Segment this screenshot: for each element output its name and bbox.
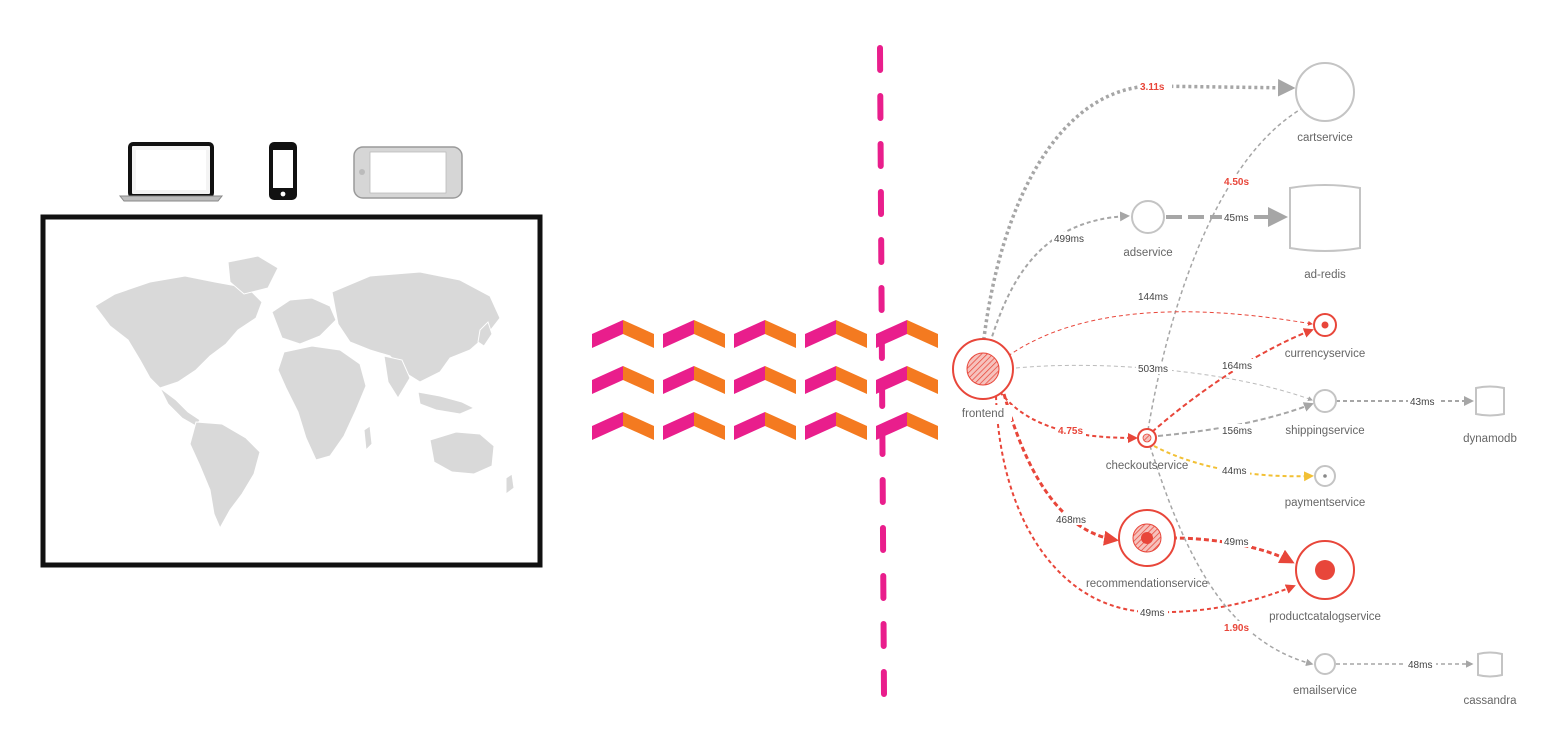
edge-label-checkout-email: 1.90s (1224, 623, 1249, 634)
edge-label-checkout-shipping: 156ms (1222, 426, 1252, 437)
edge-label-email-cassandra: 48ms (1408, 660, 1432, 671)
chevron-arrow (592, 366, 654, 394)
node-label-cassandra: cassandra (1463, 695, 1517, 707)
smartphone-icon (269, 142, 297, 200)
node-label-emailservice: emailservice (1293, 685, 1357, 697)
edge-label-checkout-payment: 44ms (1222, 466, 1246, 477)
chevron-arrow (592, 320, 654, 348)
node-label-cartservice: cartservice (1297, 132, 1353, 144)
edge-frontend-adservice (989, 211, 1130, 344)
chevron-arrow (663, 366, 725, 394)
chevron-arrow (805, 412, 867, 440)
edge-label-frontend-ad: 499ms (1054, 234, 1084, 245)
node-ad-redis[interactable] (1289, 184, 1361, 252)
node-shippingservice[interactable] (1313, 389, 1337, 413)
edge-label-frontend-currency: 144ms (1138, 292, 1168, 303)
chevron-arrow (876, 366, 938, 394)
chevron-arrow (663, 412, 725, 440)
edge-label-frontend-productcatalog: 49ms (1140, 608, 1164, 619)
world-map (94, 255, 515, 530)
laptop-icon (118, 142, 224, 202)
node-productcatalogservice[interactable] (1295, 540, 1355, 600)
edge-label-frontend-checkout: 4.75s (1058, 426, 1083, 437)
chevron-arrow (876, 320, 938, 348)
service-edges (981, 79, 1474, 668)
edge-frontend-currencyservice (1007, 311, 1313, 357)
edge-label-frontend-recommendation: 468ms (1056, 515, 1086, 526)
node-recommendationservice[interactable] (1118, 509, 1176, 567)
node-label-currencyservice: currencyservice (1285, 348, 1366, 360)
edge-labels: 3.11s 499ms 45ms 4.50s 144ms 164ms 503ms… (1052, 80, 1438, 671)
edge-checkout-cartservice (1147, 103, 1312, 431)
node-paymentservice[interactable] (1314, 465, 1336, 487)
node-label-frontend: frontend (962, 408, 1004, 420)
chevron-arrow (734, 366, 796, 394)
node-currencyservice[interactable] (1313, 313, 1337, 337)
node-dynamodb[interactable] (1475, 385, 1505, 417)
node-cassandra[interactable] (1477, 651, 1503, 678)
node-emailservice[interactable] (1314, 653, 1336, 675)
node-label-dynamodb: dynamodb (1463, 433, 1517, 445)
edge-label-recommendation-productcatalog: 49ms (1224, 537, 1248, 548)
traffic-chevrons (592, 320, 938, 440)
chevron-arrow (805, 320, 867, 348)
node-label-recommendationservice: recommendationservice (1086, 578, 1208, 590)
node-adservice[interactable] (1131, 200, 1165, 234)
node-label-shippingservice: shippingservice (1285, 425, 1364, 437)
edge-label-frontend-cart: 3.11s (1140, 82, 1165, 93)
service-nodes: frontend cartservice adservice ad-redis … (952, 62, 1517, 707)
node-checkoutservice[interactable] (1137, 428, 1157, 448)
chevron-arrow (592, 412, 654, 440)
edge-checkout-emailservice (1149, 445, 1314, 667)
node-cartservice[interactable] (1295, 62, 1355, 122)
boundary-divider (877, 45, 887, 698)
node-label-ad-redis: ad-redis (1304, 269, 1346, 281)
tablet-icon (353, 146, 463, 199)
node-frontend[interactable] (952, 338, 1014, 400)
node-label-paymentservice: paymentservice (1285, 497, 1366, 509)
node-label-productcatalogservice: productcatalogservice (1269, 611, 1381, 623)
node-label-checkoutservice: checkoutservice (1106, 460, 1188, 472)
edge-frontend-productcatalogservice (995, 395, 1296, 614)
edge-label-ad-redis: 45ms (1224, 213, 1248, 224)
edge-label-frontend-shipping: 503ms (1138, 364, 1168, 375)
chevron-arrow (734, 412, 796, 440)
edge-label-checkout-cart: 4.50s (1224, 177, 1249, 188)
chevron-arrow (663, 320, 725, 348)
edge-frontend-cartservice (981, 79, 1296, 347)
edge-checkout-currencyservice (1151, 328, 1314, 433)
chevron-arrow (805, 366, 867, 394)
edge-label-shipping-dynamo: 43ms (1410, 397, 1434, 408)
chevron-arrow (734, 320, 796, 348)
node-label-adservice: adservice (1123, 247, 1172, 259)
edge-frontend-recommendationservice (1002, 393, 1119, 546)
edge-label-checkout-currency: 164ms (1222, 361, 1252, 372)
